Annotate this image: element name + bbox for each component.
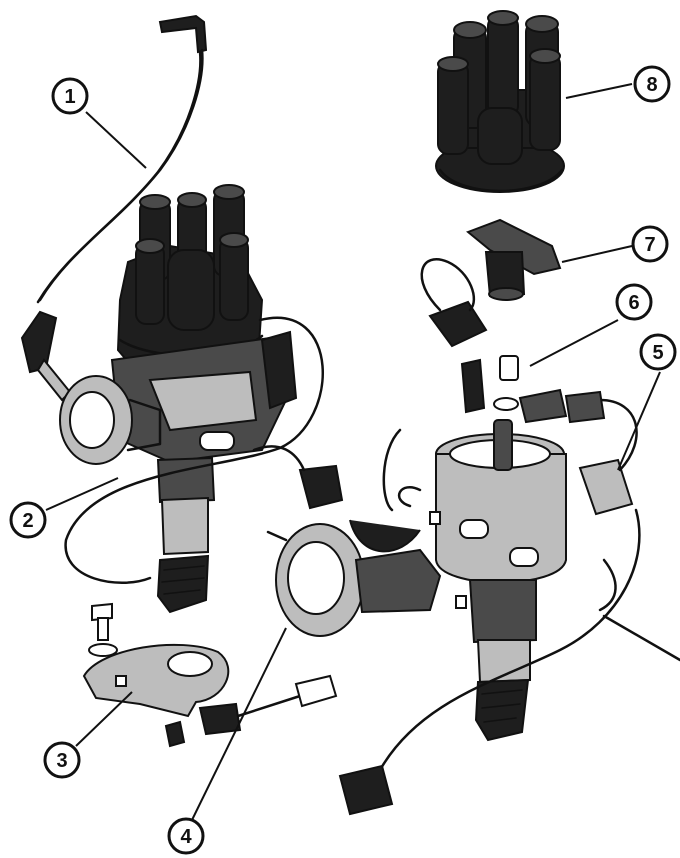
vacuum-advance-unit: [266, 519, 442, 637]
callout-8-label: 8: [646, 74, 657, 96]
assembled-distributor: [20, 14, 344, 614]
clamp-plate-assembly: [82, 602, 338, 748]
callout-5: 5: [639, 333, 677, 371]
callout-5-label: 5: [652, 342, 663, 364]
condenser: [338, 398, 680, 816]
leader-lines: [45, 83, 661, 821]
callout-2-label: 2: [22, 510, 33, 532]
callout-1: 1: [51, 77, 89, 115]
distributor-cap: [435, 10, 565, 193]
assembled-body: [59, 316, 344, 614]
callout-2: 2: [9, 501, 47, 539]
contact-breaker-set: [420, 258, 606, 424]
callout-6-label: 6: [628, 292, 639, 314]
rotor-arm: [466, 218, 562, 301]
callout-7-label: 7: [644, 234, 655, 256]
callout-6: 6: [615, 283, 653, 321]
callout-4: 4: [167, 817, 205, 855]
callout-8: 8: [633, 65, 671, 103]
callout-1-label: 1: [64, 86, 75, 108]
distributor-housing: [382, 419, 617, 742]
callout-4-label: 4: [180, 826, 192, 848]
callout-7: 7: [631, 225, 669, 263]
ht-lead: [20, 14, 208, 402]
callout-3: 3: [43, 741, 81, 779]
callout-3-label: 3: [56, 750, 67, 772]
